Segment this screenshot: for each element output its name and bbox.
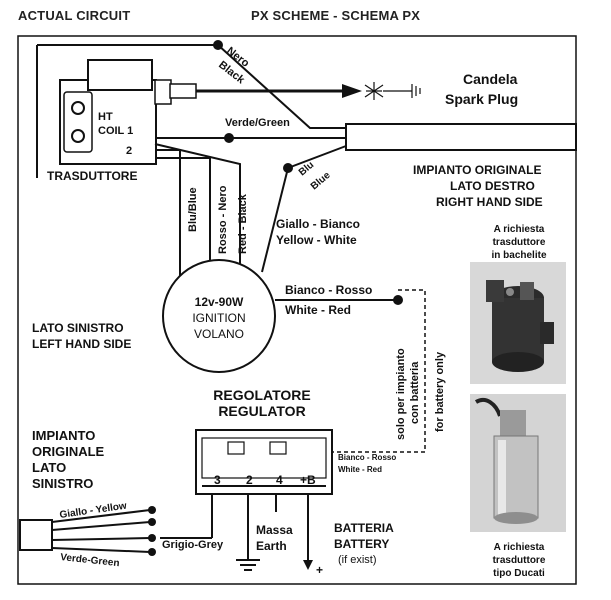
wire-label-grigio-grey: Grigio-Grey [162, 539, 224, 551]
regulator-terminal-2: 2 [246, 473, 253, 487]
ducati-transducer-photo [470, 394, 566, 532]
wire-label-blu: Blu [297, 160, 316, 179]
wire-label-red-black: Red - Black [237, 193, 249, 254]
wire-label-white-red: White - Red [285, 303, 351, 317]
photo-bottom-caption-1: A richiesta [494, 542, 545, 553]
diagram-frame [17, 35, 577, 585]
wire-label-verde-green-bottom: Verde-Green [60, 552, 120, 569]
left-side-label-1: LATO SINISTRO [32, 321, 124, 335]
battery-label-en: BATTERY [334, 537, 389, 551]
wire-label-yellow-white: Yellow - White [276, 233, 357, 247]
left-side-label-2: LEFT HAND SIDE [32, 337, 131, 351]
left-original-2: ORIGINALE [32, 444, 105, 459]
regulator-label-2: REGULATOR [218, 403, 305, 419]
wire-nero [217, 44, 346, 129]
trasduttore-label: TRASDUTTORE [47, 169, 137, 183]
wire-label-rosso-nero: Rosso - Nero [217, 185, 229, 254]
ignition-volano [162, 259, 276, 373]
right-side-label-1: IMPIANTO ORIGINALE [413, 163, 541, 177]
battery-label-note: (if exist) [338, 554, 377, 566]
ignition-label-2: IGNITION [192, 311, 245, 325]
wire-label-blue: Blue [309, 170, 333, 193]
spark-plug-label-it: Candela [463, 71, 518, 87]
regulator-terminal-b: +B [300, 473, 316, 487]
spark-plug-label-en: Spark Plug [445, 91, 518, 107]
ignition-label-3: VOLANO [194, 327, 244, 341]
coil-label-coil1: COIL 1 [98, 125, 133, 137]
right-side-label-3: RIGHT HAND SIDE [436, 195, 543, 209]
regulator-terminal-4: 4 [276, 473, 283, 487]
photo-bottom-caption-2: trasduttore [493, 555, 546, 566]
regulator-block: 3 2 4 +B [195, 429, 333, 495]
photo-top-caption-1: A richiesta [494, 224, 545, 235]
earth-label-it: Massa [256, 523, 293, 537]
left-original-3: LATO [32, 460, 66, 475]
regulator-terminal-3: 3 [214, 473, 221, 487]
wire-label-blu-blue: Blu/Blue [187, 187, 199, 232]
wire-blu-blue [155, 149, 181, 282]
wire-label-verde-green: Verde/Green [225, 117, 290, 129]
photo-bottom-caption-3: tipo Ducati [493, 568, 545, 579]
left-connector [19, 506, 156, 556]
bakelite-transducer-photo [470, 262, 566, 384]
battery-plus: + [316, 563, 323, 577]
battery-note-1: solo per impianto [395, 348, 407, 440]
wire-label-giallo-bianco: Giallo - Bianco [276, 217, 360, 231]
header-px-scheme: PX SCHEME - SCHEMA PX [251, 8, 421, 23]
photo-top-caption-2: trasduttore [493, 237, 546, 248]
photo-top-caption-3: in bachelite [491, 250, 546, 261]
ignition-label-1: 12v-90W [195, 295, 244, 309]
regulator-label-1: REGOLATORE [213, 387, 311, 403]
right-side-label-2: LATO DESTRO [450, 179, 535, 193]
wire-red-black [154, 143, 241, 264]
spark-plug-icon [364, 82, 421, 100]
ht-coil: HT COIL 1 2 [59, 59, 197, 165]
wire-label-white-red-small: White - Red [338, 465, 382, 474]
arrow-head [342, 84, 362, 98]
earth-label-en: Earth [256, 539, 287, 553]
earth-icon [236, 559, 260, 571]
battery-arrow-icon [303, 560, 313, 570]
battery-note-2: con batteria [409, 361, 421, 424]
coil-terminal-2: 2 [126, 145, 132, 157]
left-original-4: SINISTRO [32, 476, 93, 491]
right-connector [345, 123, 577, 151]
coil-label-ht: HT [98, 111, 113, 123]
battery-note-3: for battery only [434, 351, 446, 432]
battery-only-wire [320, 289, 426, 453]
wire-rosso-nero [155, 157, 211, 266]
header-actual-circuit: ACTUAL CIRCUIT [18, 8, 131, 23]
wire-label-bianco-rosso-small: Bianco - Rosso [338, 453, 396, 462]
battery-label-it: BATTERIA [334, 521, 394, 535]
wire-label-bianco-rosso: Bianco - Rosso [285, 283, 372, 297]
left-original-1: IMPIANTO [32, 428, 95, 443]
